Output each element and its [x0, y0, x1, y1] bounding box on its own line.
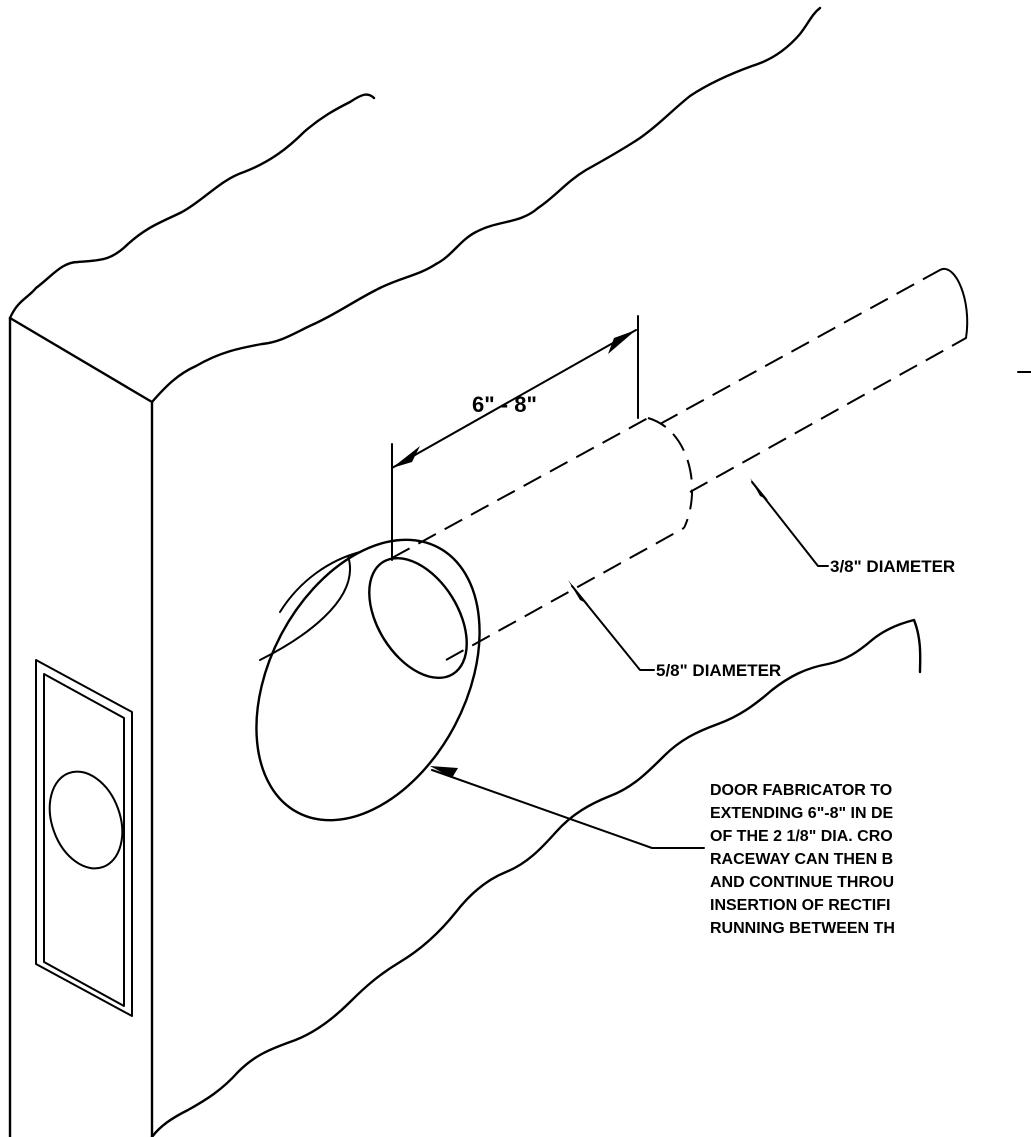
note-leader: [430, 766, 705, 849]
door-break-line-top: [8, 93, 376, 320]
raceway-opening: [368, 556, 468, 680]
door-break-line-bottom: [150, 618, 922, 1137]
diameter-small-label: 3/8" DIAMETER: [830, 557, 955, 576]
leader-5-8: [568, 580, 655, 671]
note-line: RACEWAY CAN THEN B: [710, 851, 893, 868]
diameter-large-label: 5/8" DIAMETER: [656, 661, 781, 680]
door-edge: [8, 316, 154, 1137]
note-line: DOOR FABRICATOR TO: [710, 782, 892, 799]
note-line: INSERTION OF RECTIFI: [710, 897, 890, 914]
dimension-arrow-right: [608, 330, 636, 354]
raceway-5-8-bore: [391, 417, 694, 661]
lock-faceplate: [35, 659, 133, 1017]
raceway-3-8-bore: [659, 267, 969, 493]
dimension-arrow-left: [392, 446, 420, 468]
note-line: RUNNING BETWEEN TH: [710, 920, 895, 937]
cross-bore-hole: [255, 538, 481, 822]
leader-3-8: [750, 478, 829, 567]
door-top-edge: [150, 6, 822, 404]
fabricator-note: DOOR FABRICATOR TO EXTENDING 6"-8" IN DE…: [710, 782, 895, 937]
note-line: EXTENDING 6"-8" IN DE: [710, 805, 894, 822]
note-line: OF THE 2 1/8" DIA. CRO: [710, 828, 893, 845]
dimension-label: 6" - 8": [472, 392, 537, 417]
note-line: AND CONTINUE THROU: [710, 874, 894, 891]
dimension-6-8: [391, 315, 639, 561]
